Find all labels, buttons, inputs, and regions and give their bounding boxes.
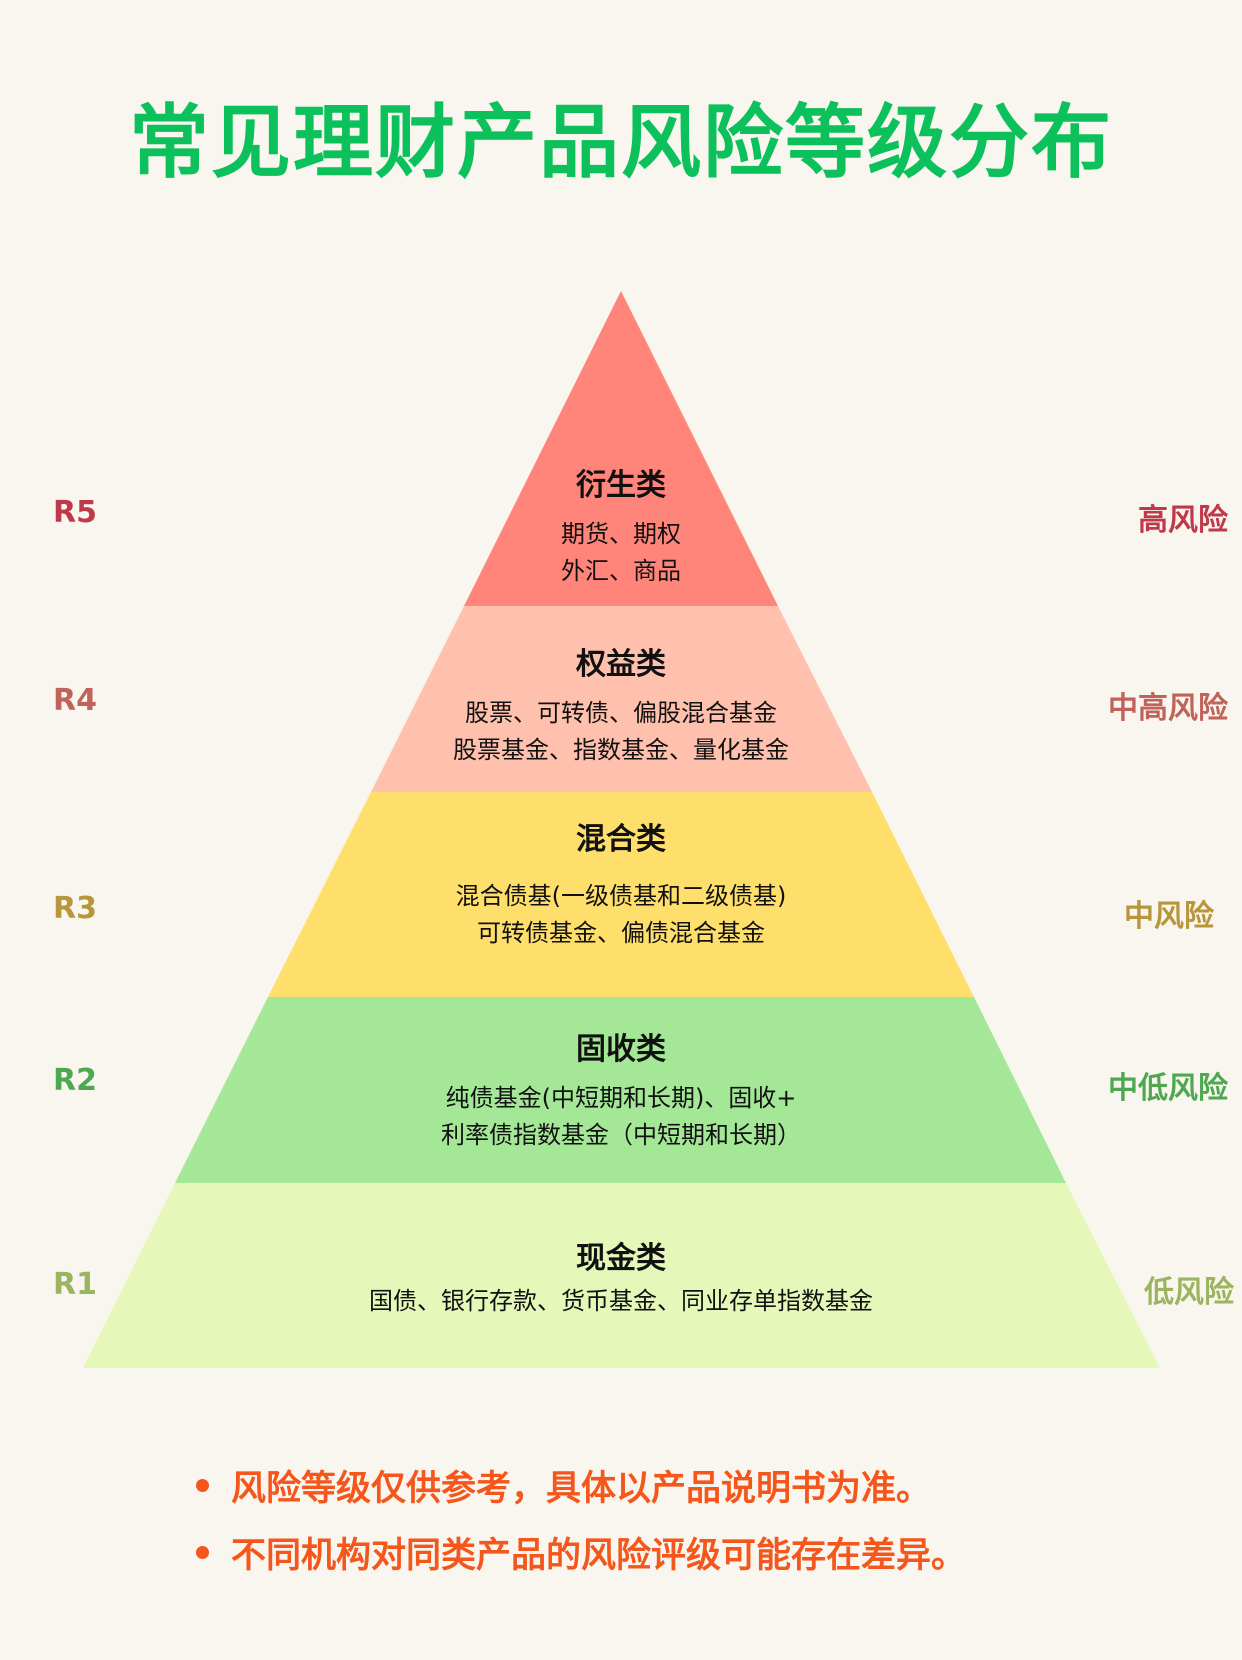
category-line: 期货、期权	[561, 520, 681, 548]
band-r4	[371, 606, 872, 792]
category-line: 国债、银行存款、货币基金、同业存单指数基金	[369, 1287, 873, 1315]
note-text: 不同机构对同类产品的风险评级可能存在差异。	[231, 1536, 967, 1576]
risk-label-r2: 中低风险	[1108, 1071, 1228, 1106]
category-line: 外汇、商品	[561, 557, 681, 585]
bullet-icon	[196, 1479, 209, 1492]
level-label-r4: R4	[53, 683, 97, 718]
category-line: 可转债基金、偏债混合基金	[477, 919, 765, 947]
risk-label-r5: 高风险	[1138, 503, 1228, 538]
category-line: 利率债指数基金（中短期和长期）	[441, 1121, 801, 1149]
category-title: 现金类	[576, 1241, 666, 1276]
risk-label-r3: 中风险	[1124, 899, 1214, 934]
category-line: 股票、可转债、偏股混合基金	[465, 699, 777, 727]
note-item: 风险等级仅供参考，具体以产品说明书为准。	[196, 1452, 966, 1519]
note-text: 风险等级仅供参考，具体以产品说明书为准。	[231, 1469, 932, 1509]
category-title: 权益类	[576, 647, 666, 682]
risk-label-r4: 中高风险	[1108, 691, 1228, 726]
category-title: 衍生类	[576, 468, 666, 503]
band-text-r1: 现金类 国债、银行存款、货币基金、同业存单指数基金	[0, 1233, 1242, 1320]
level-label-r3: R3	[53, 891, 97, 926]
level-label-r1: R1	[53, 1267, 97, 1302]
notes-list: 风险等级仅供参考，具体以产品说明书为准。 不同机构对同类产品的风险评级可能存在差…	[196, 1452, 966, 1586]
band-text-r5: 衍生类 期货、期权 外汇、商品	[0, 460, 1242, 590]
band-r5	[464, 291, 778, 606]
category-title: 混合类	[576, 822, 666, 857]
level-label-r5: R5	[53, 495, 97, 530]
risk-label-r1: 低风险	[1144, 1275, 1234, 1310]
category-title: 固收类	[576, 1032, 666, 1067]
band-r1	[83, 1183, 1160, 1368]
band-text-r3: 混合类 混合债基(一级债基和二级债基) 可转债基金、偏债混合基金	[0, 814, 1242, 952]
note-item: 不同机构对同类产品的风险评级可能存在差异。	[196, 1519, 966, 1586]
category-line: 股票基金、指数基金、量化基金	[453, 736, 789, 764]
band-text-r4: 权益类 股票、可转债、偏股混合基金 股票基金、指数基金、量化基金	[0, 639, 1242, 769]
level-label-r2: R2	[53, 1063, 97, 1098]
category-line: 纯债基金(中短期和长期)、固收+	[445, 1084, 797, 1112]
band-r2	[175, 997, 1066, 1183]
band-r3	[268, 792, 974, 997]
bullet-icon	[196, 1546, 209, 1559]
page-title: 常见理财产品风险等级分布	[129, 96, 1113, 189]
category-line: 混合债基(一级债基和二级债基)	[455, 882, 787, 910]
band-text-r2: 固收类 纯债基金(中短期和长期)、固收+ 利率债指数基金（中短期和长期）	[0, 1024, 1242, 1154]
